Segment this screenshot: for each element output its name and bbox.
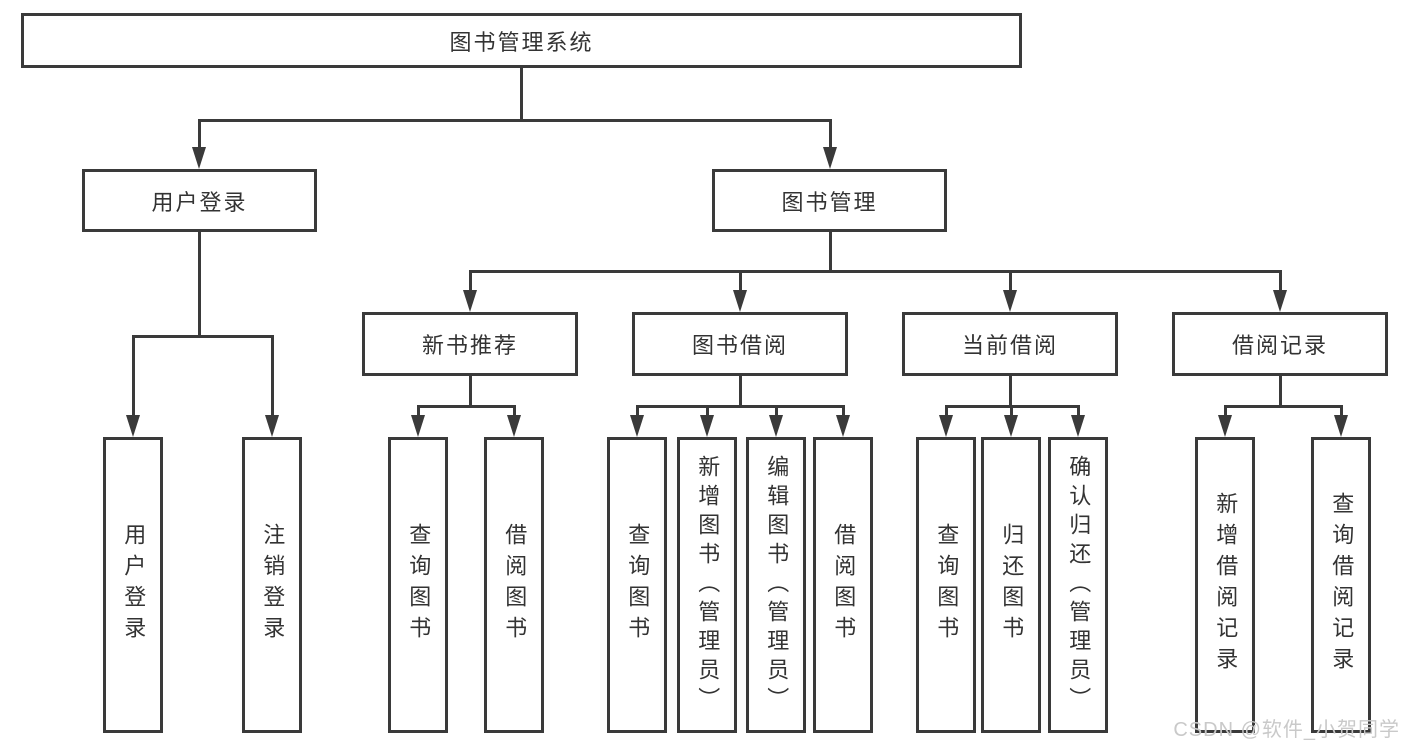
leaf-borrow-books-2: 借阅图书 — [813, 437, 873, 733]
connector-borrow-records-stem — [1279, 376, 1282, 407]
leaf-query-books-3-label: 查询图书 — [934, 523, 960, 647]
arrow-down-to-leaf-user-login — [126, 335, 140, 437]
node-root: 图书管理系统 — [21, 13, 1022, 68]
leaf-confirm-return-admin-label: 确认归还（管理员） — [1066, 454, 1092, 716]
arrow-down-to-query-books-3 — [939, 405, 953, 437]
leaf-query-books-1-label: 查询图书 — [406, 523, 432, 647]
leaf-user-login: 用户登录 — [103, 437, 163, 733]
arrow-down-to-leaf-logout — [265, 335, 279, 437]
arrow-down-to-add-book — [700, 405, 714, 437]
connector-book-management-stem — [829, 232, 832, 272]
leaf-query-books-3: 查询图书 — [916, 437, 976, 733]
leaf-logout-label: 注销登录 — [260, 523, 286, 647]
leaf-edit-book-admin: 编辑图书（管理员） — [746, 437, 806, 733]
leaf-query-borrow-record: 查询借阅记录 — [1311, 437, 1371, 733]
arrow-down-to-user-login — [192, 119, 206, 169]
arrow-down-to-query-record — [1334, 405, 1348, 437]
leaf-return-book: 归还图书 — [981, 437, 1041, 733]
leaf-add-borrow-record: 新增借阅记录 — [1195, 437, 1255, 733]
node-borrow-records-label: 借阅记录 — [1231, 333, 1328, 358]
leaf-borrow-books-1: 借阅图书 — [484, 437, 544, 733]
node-user-login-label: 用户登录 — [151, 189, 248, 215]
arrow-down-to-new-book-recommend — [463, 270, 477, 312]
arrow-down-to-edit-book — [769, 405, 783, 437]
connector-root-stem — [520, 68, 523, 121]
leaf-add-book-admin: 新增图书（管理员） — [677, 437, 737, 733]
node-new-book-recommend-label: 新书推荐 — [421, 333, 518, 358]
connector-current-borrow-stem — [1009, 376, 1012, 407]
leaf-logout: 注销登录 — [242, 437, 302, 733]
arrow-down-to-add-record — [1218, 405, 1232, 437]
leaf-confirm-return-admin: 确认归还（管理员） — [1048, 437, 1108, 733]
leaf-return-book-label: 归还图书 — [999, 523, 1025, 647]
leaf-borrow-books-2-label: 借阅图书 — [831, 523, 857, 647]
arrow-down-to-current-borrow — [1003, 270, 1017, 312]
arrow-down-to-book-management — [823, 119, 837, 169]
leaf-user-login-label: 用户登录 — [121, 523, 147, 647]
leaf-add-borrow-record-label: 新增借阅记录 — [1213, 492, 1239, 678]
leaf-query-borrow-record-label: 查询借阅记录 — [1329, 492, 1355, 678]
arrow-down-to-borrow-books-2 — [836, 405, 850, 437]
connector-user-login-split — [132, 335, 274, 338]
arrow-down-to-borrow-books-1 — [507, 405, 521, 437]
connector-new-book-stem — [469, 376, 472, 407]
node-user-login: 用户登录 — [82, 169, 317, 232]
arrow-down-to-query-books-2 — [630, 405, 644, 437]
leaf-borrow-books-1-label: 借阅图书 — [502, 523, 528, 647]
arrow-down-to-book-borrow — [733, 270, 747, 312]
arrow-down-to-query-books-1 — [411, 405, 425, 437]
connector-new-book-split — [417, 405, 515, 408]
leaf-query-books-2-label: 查询图书 — [625, 523, 651, 647]
arrow-down-to-return-book — [1004, 405, 1018, 437]
connector-user-login-stem — [198, 232, 201, 337]
leaf-edit-book-admin-label: 编辑图书（管理员） — [764, 454, 790, 716]
connector-book-borrow-stem — [739, 376, 742, 407]
connector-book-management-split — [469, 270, 1281, 273]
leaf-add-book-admin-label: 新增图书（管理员） — [695, 454, 721, 716]
node-book-borrow-label: 图书借阅 — [691, 333, 788, 358]
arrow-down-to-borrow-records — [1273, 270, 1287, 312]
connector-book-borrow-split — [636, 405, 844, 408]
node-book-management: 图书管理 — [712, 169, 947, 232]
leaf-query-books-1: 查询图书 — [388, 437, 448, 733]
node-new-book-recommend: 新书推荐 — [362, 312, 578, 376]
node-book-management-label: 图书管理 — [781, 189, 878, 215]
node-borrow-records: 借阅记录 — [1172, 312, 1388, 376]
connector-borrow-records-split — [1224, 405, 1342, 408]
csdn-watermark: CSDN @软件_小贺同学 — [1173, 719, 1400, 741]
arrow-down-to-confirm-return — [1071, 405, 1085, 437]
node-current-borrow: 当前借阅 — [902, 312, 1118, 376]
leaf-query-books-2: 查询图书 — [607, 437, 667, 733]
connector-root-split — [198, 119, 831, 122]
node-current-borrow-label: 当前借阅 — [961, 333, 1058, 358]
node-root-label: 图书管理系统 — [449, 29, 594, 55]
node-book-borrow: 图书借阅 — [632, 312, 848, 376]
